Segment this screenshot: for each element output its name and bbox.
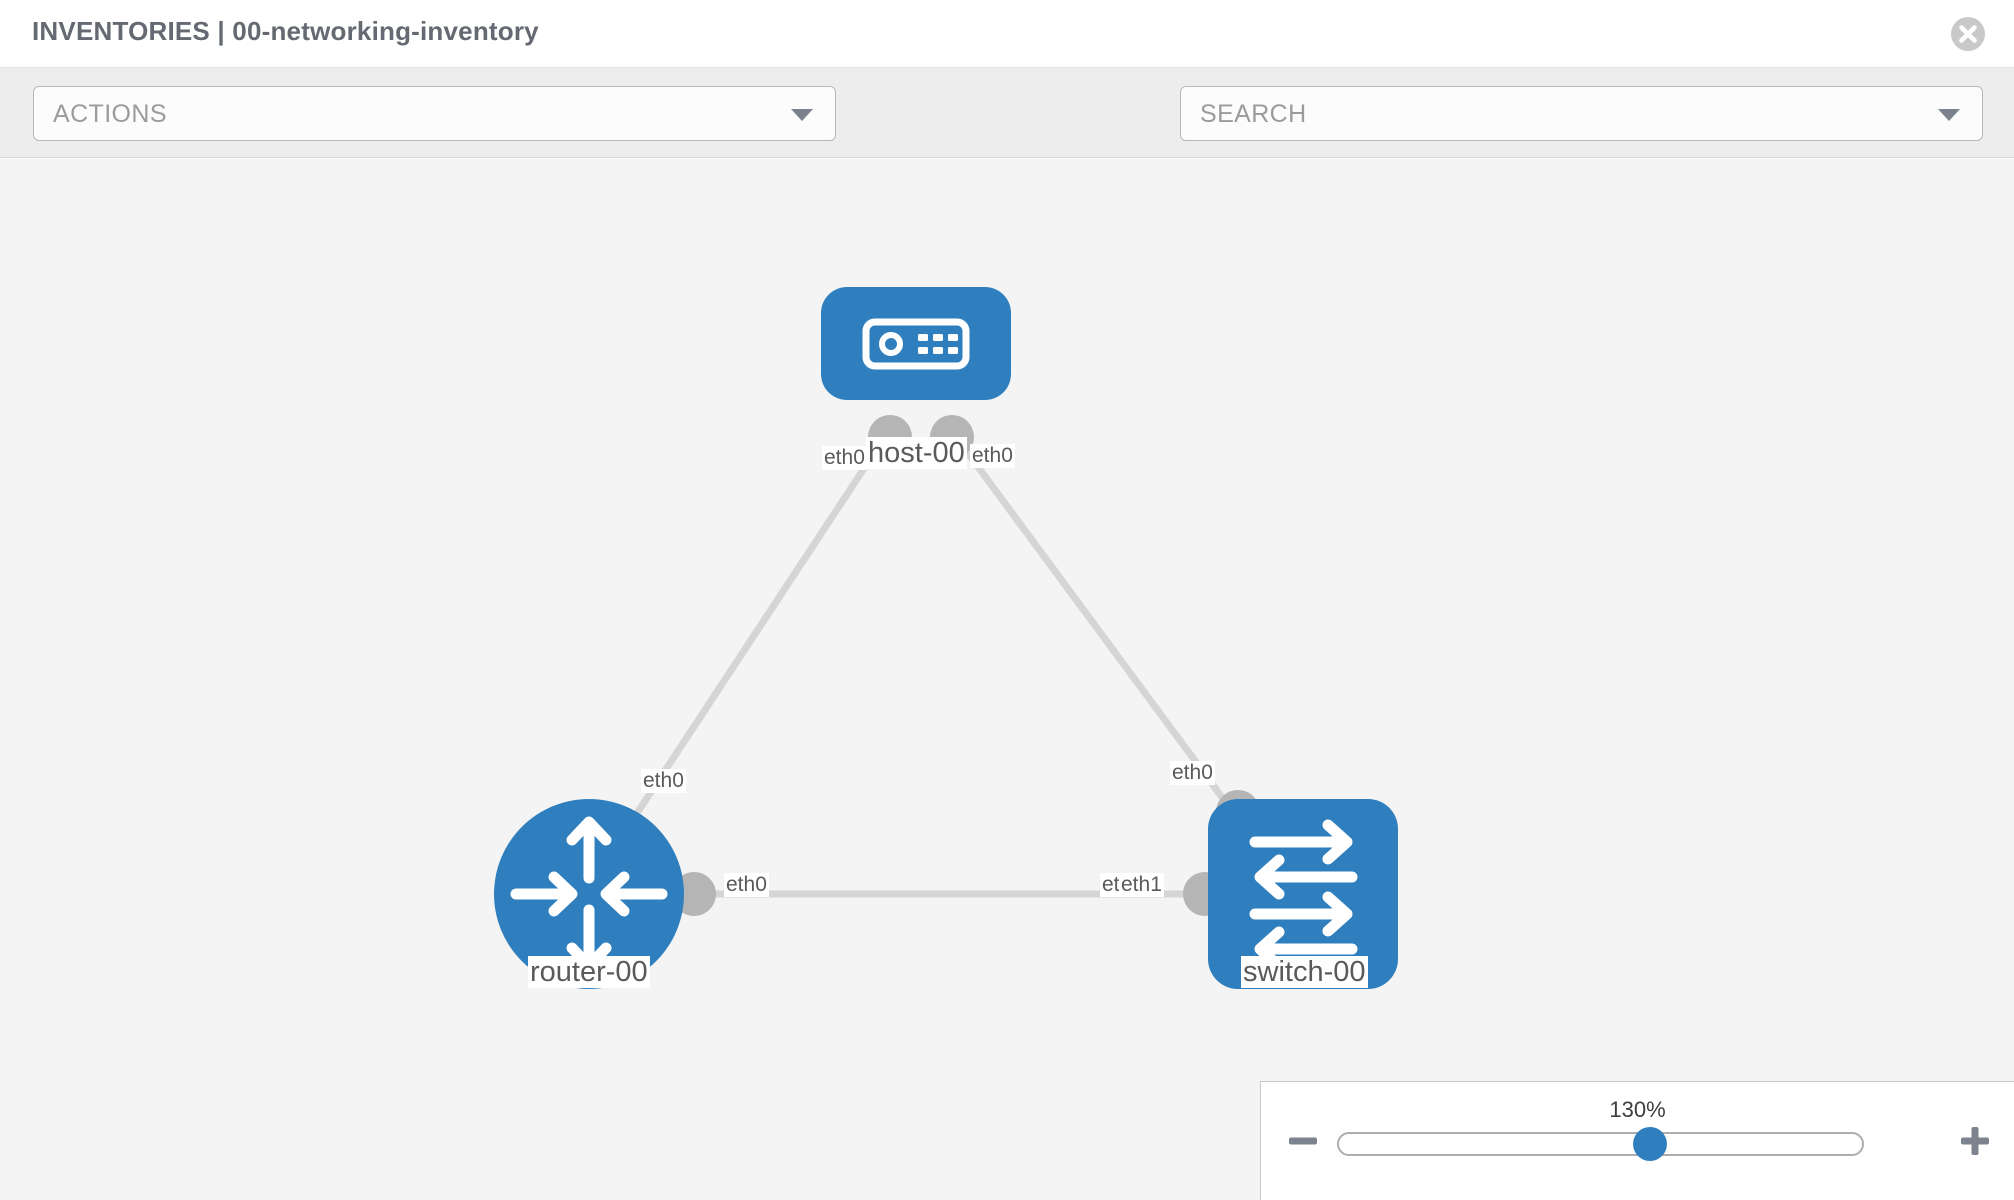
node-switch-00[interactable]	[1208, 799, 1398, 989]
iface-label-switch-eth0-uplink: eth0	[1170, 761, 1215, 786]
chevron-down-icon	[791, 109, 813, 121]
toolbar: ACTIONS SEARCH	[0, 68, 2014, 197]
page-title: INVENTORIES | 00-networking-inventory	[32, 16, 539, 46]
topology-canvas[interactable]: eth0 eth0 host-00 eth0 eth0 eth0 eth0 et…	[0, 159, 2014, 1200]
zoom-percent-label: 130%	[1609, 1097, 1666, 1122]
zoom-slider-thumb[interactable]	[1633, 1127, 1667, 1161]
actions-dropdown-label: ACTIONS	[53, 100, 167, 128]
node-label-switch-00: switch-00	[1241, 956, 1368, 989]
page-header: INVENTORIES | 00-networking-inventory	[0, 0, 2014, 68]
zoom-slider-track[interactable]	[1337, 1132, 1864, 1156]
iface-label-router-eth0-uplink: eth0	[641, 769, 686, 794]
actions-dropdown[interactable]: ACTIONS	[33, 86, 836, 141]
iface-label-host-eth0-left: eth0	[822, 446, 867, 471]
zoom-control-panel: 130%	[1260, 1081, 2014, 1200]
iface-label-switch-eth1: eth1	[1119, 873, 1164, 898]
search-placeholder: SEARCH	[1200, 100, 1307, 128]
chevron-down-icon	[1938, 109, 1960, 121]
iface-label-router-eth0: eth0	[724, 873, 769, 898]
link-host-switch	[947, 426, 1241, 822]
minus-icon[interactable]	[1286, 1124, 1320, 1158]
node-label-router-00: router-00	[528, 956, 650, 989]
connector-nubs	[672, 415, 1260, 916]
node-label-host-00: host-00	[866, 437, 967, 470]
iface-label-host-eth0-right: eth0	[970, 444, 1015, 469]
plus-icon[interactable]	[1958, 1124, 1992, 1158]
close-icon[interactable]	[1950, 16, 1986, 52]
search-input[interactable]: SEARCH	[1180, 86, 1983, 141]
node-host-00[interactable]	[821, 287, 1011, 400]
topology-graph	[494, 287, 1398, 989]
